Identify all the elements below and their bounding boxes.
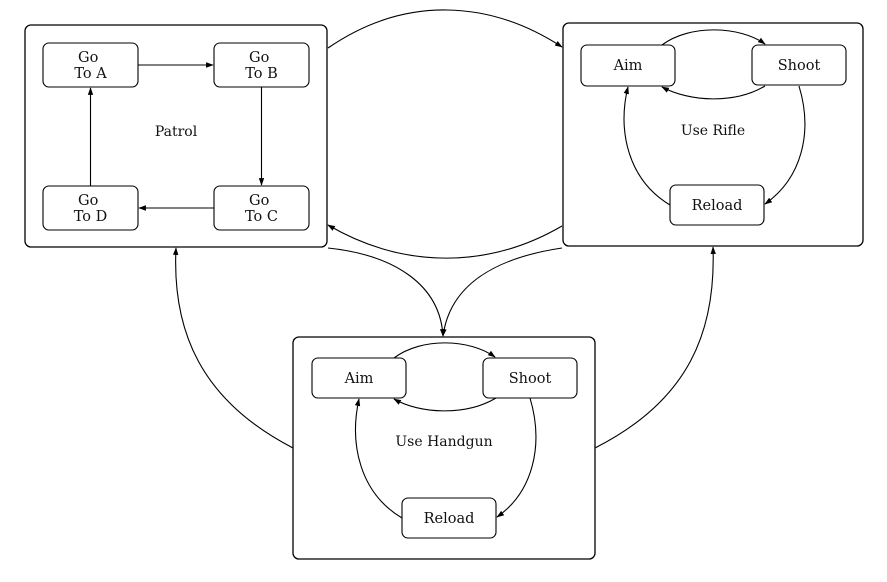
state-go-to-c-line2: To C	[245, 209, 278, 225]
rifle-group-label: Use Rifle	[681, 123, 745, 139]
patrol-group-label: Patrol	[155, 124, 198, 140]
state-go-to-b: Go To B	[213, 42, 310, 88]
state-go-to-a: Go To A	[42, 42, 139, 88]
rifle-state-shoot-label: Shoot	[778, 58, 821, 74]
edge-patrol-to-rifle	[327, 9, 563, 49]
state-go-to-d-line1: Go	[78, 193, 98, 209]
svg-text:Go To B: Go To B	[245, 50, 278, 82]
edge-handgun-aim-to-shoot	[393, 342, 496, 359]
svg-text:Go To D: Go To D	[74, 193, 108, 225]
edge-rifle-to-handgun	[441, 247, 563, 337]
rifle-state-reload: Reload	[669, 184, 765, 226]
state-go-to-a-line1: Go	[78, 50, 98, 66]
state-go-to-a-line2: To A	[74, 66, 107, 82]
handgun-state-aim: Aim	[311, 357, 407, 399]
edge-rifle-shoot-to-reload	[764, 85, 806, 205]
edge-handgun-shoot-to-reload	[496, 397, 537, 518]
svg-text:Go To C: Go To C	[245, 193, 278, 225]
state-go-to-c: Go To C	[213, 185, 310, 231]
handgun-state-reload-label: Reload	[424, 511, 475, 527]
edge-rifle-aim-to-shoot	[661, 29, 766, 46]
handgun-state-shoot-label: Shoot	[509, 371, 552, 387]
edge-handgun-reload-to-aim	[354, 398, 403, 519]
rifle-state-aim: Aim	[580, 44, 676, 87]
state-go-to-c-line1: Go	[249, 193, 269, 209]
state-go-to-b-line1: Go	[249, 50, 269, 66]
state-go-to-d: Go To D	[42, 185, 139, 231]
state-go-to-d-line2: To D	[74, 209, 108, 225]
edge-rifle-to-patrol	[327, 224, 563, 259]
rifle-state-aim-label: Aim	[613, 58, 643, 74]
edge-patrol-to-handgun	[327, 247, 446, 337]
edge-rifle-shoot-to-aim	[661, 85, 766, 100]
rifle-state-reload-label: Reload	[692, 198, 743, 214]
handgun-state-aim-label: Aim	[344, 371, 374, 387]
state-go-to-b-line2: To B	[245, 66, 278, 82]
svg-text:Go To A: Go To A	[74, 50, 107, 82]
handgun-state-reload: Reload	[401, 497, 497, 539]
handgun-state-shoot: Shoot	[482, 357, 578, 399]
rifle-state-shoot: Shoot	[751, 44, 847, 86]
edge-rifle-reload-to-aim	[623, 86, 671, 206]
edge-handgun-shoot-to-aim	[393, 397, 497, 412]
edge-handgun-to-rifle	[594, 246, 716, 449]
edge-handgun-to-patrol	[172, 247, 294, 449]
handgun-group-label: Use Handgun	[395, 434, 492, 450]
